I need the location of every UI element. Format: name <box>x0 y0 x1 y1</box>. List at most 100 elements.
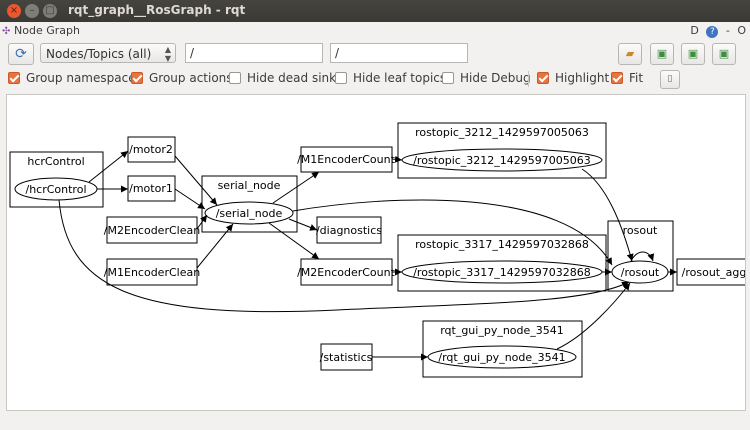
help-icon[interactable]: ? <box>706 26 719 38</box>
node-label: /rosout <box>621 266 660 279</box>
fit-view-icon: ▯ <box>667 74 673 84</box>
checkbox-checked-icon <box>8 72 20 84</box>
ros-graph: hcrControl serial_node rostopic_3212_142… <box>9 122 746 378</box>
topic-diagnostics[interactable]: /diagnostics <box>316 216 382 244</box>
node-rosout[interactable]: /rosout <box>611 260 669 284</box>
minimize-window-button[interactable]: – <box>25 4 39 18</box>
hide-leaf-topics-checkbox[interactable]: Hide leaf topics <box>335 71 446 85</box>
group-namespaces-checkbox[interactable]: Group namespaces <box>8 71 142 85</box>
cluster-hcrControl[interactable]: hcrControl <box>9 151 104 208</box>
topic-label: /statistics <box>320 351 373 364</box>
graph-canvas[interactable]: hcrControl serial_node rostopic_3212_142… <box>6 94 746 411</box>
topic-label: /M1EncoderCount <box>297 153 396 166</box>
edge <box>196 223 234 269</box>
cluster-rosout[interactable]: rosout <box>607 220 674 292</box>
save-svg-icon: ▣ <box>687 47 699 60</box>
topic-motor2[interactable]: /motor2 <box>127 136 176 163</box>
close-window-button[interactable]: × <box>7 4 21 18</box>
topic-m2-encoder-clean[interactable]: /M2EncoderClean <box>104 216 200 244</box>
topic-label: /diagnostics <box>316 224 382 237</box>
window-title: rqt_graph__RosGraph - rqt <box>68 3 246 17</box>
cluster-label: rosout <box>623 224 658 237</box>
group-actions-checkbox[interactable]: Group actions <box>131 71 233 85</box>
toolbar: ⟳ Nodes/Topics (all) ▲▼ / / ▰ ▣ ▣ ▣ <box>0 40 750 68</box>
edge <box>630 251 655 262</box>
load-dot-button[interactable]: ▰ <box>618 43 642 65</box>
edge <box>58 199 630 313</box>
fit-checkbox[interactable]: Fit <box>611 71 643 85</box>
topic-label: /rosout_agg <box>682 266 746 279</box>
option-label: Highlight <box>555 71 610 85</box>
edge <box>391 155 403 163</box>
hide-dead-sinks-checkbox[interactable]: Hide dead sinks <box>229 71 342 85</box>
status-bar <box>0 412 750 430</box>
namespace-filter-input[interactable]: / <box>185 43 323 63</box>
option-label: Hide dead sinks <box>247 71 343 85</box>
dock-button[interactable]: D <box>690 24 699 37</box>
save-svg-button[interactable]: ▣ <box>681 43 705 65</box>
plugin-controls: D ? - O <box>686 24 746 38</box>
fit-view-button[interactable]: ▯ <box>660 70 680 89</box>
maximize-window-button[interactable]: □ <box>43 4 57 18</box>
option-label: Group namespaces <box>26 71 142 85</box>
node-rostopic-3317[interactable]: /rostopic_3317_1429597032868 <box>401 260 603 284</box>
option-label: Hide leaf topics <box>353 71 447 85</box>
cluster-label: serial_node <box>218 179 281 192</box>
edge <box>272 171 320 204</box>
highlight-checkbox[interactable]: Highlight <box>537 71 609 85</box>
checkbox-checked-icon <box>131 72 143 84</box>
options-bar: Group namespaces Group actions Hide dead… <box>0 68 750 90</box>
close-plugin-button[interactable]: O <box>737 24 746 37</box>
option-label: Group actions <box>149 71 233 85</box>
cluster-label: rostopic_3317_1429597032868 <box>415 238 589 251</box>
node-label: /hcrControl <box>25 183 86 196</box>
save-image-icon: ▣ <box>718 47 730 60</box>
cluster-rostopic-3212[interactable]: rostopic_3212_1429597005063 <box>397 122 607 179</box>
save-dot-button[interactable]: ▣ <box>650 43 674 65</box>
cluster-rqt-gui[interactable]: rqt_gui_py_node_3541 <box>422 320 583 378</box>
edge <box>288 218 318 231</box>
minimize-plugin-button[interactable]: - <box>725 24 730 37</box>
node-label: /serial_node <box>216 207 283 220</box>
save-image-button[interactable]: ▣ <box>712 43 736 65</box>
topic-label: /motor1 <box>129 182 173 195</box>
topic-label: /M1EncoderClean <box>104 266 200 279</box>
topic-filter-input[interactable]: / <box>330 43 468 63</box>
node-serial-node[interactable]: /serial_node <box>204 201 294 225</box>
graph-edges <box>58 150 677 361</box>
edge <box>292 199 613 266</box>
topic-label: /motor2 <box>129 143 173 156</box>
node-label: /rostopic_3212_1429597005063 <box>413 154 591 167</box>
node-hcrControl[interactable]: /hcrControl <box>14 177 98 201</box>
edge <box>581 168 634 262</box>
plugin-label: Node Graph <box>14 24 80 37</box>
title-bar: × – □ rqt_graph__RosGraph - rqt <box>0 0 750 22</box>
topic-statistics[interactable]: /statistics <box>320 343 373 371</box>
node-label: /rostopic_3317_1429597032868 <box>413 266 591 279</box>
cluster-label: rqt_gui_py_node_3541 <box>440 324 564 337</box>
topic-label: /M2EncoderClean <box>104 224 200 237</box>
checkbox-checked-icon <box>537 72 549 84</box>
topic-m2-encoder-count[interactable]: /M2EncoderCount <box>297 258 396 286</box>
options-separator <box>528 71 529 87</box>
cluster-label: rostopic_3212_1429597005063 <box>415 126 589 139</box>
cluster-label: hcrControl <box>27 155 84 168</box>
edge <box>556 282 631 350</box>
topic-m1-encoder-clean[interactable]: /M1EncoderClean <box>104 258 200 286</box>
hide-debug-checkbox[interactable]: Hide Debug <box>442 71 531 85</box>
checkbox-checked-icon <box>611 72 623 84</box>
node-rqt-gui[interactable]: /rqt_gui_py_node_3541 <box>427 345 577 369</box>
refresh-icon: ⟳ <box>15 46 27 62</box>
checkbox-unchecked-icon <box>229 72 241 84</box>
node-rostopic-3212[interactable]: /rostopic_3212_1429597005063 <box>401 148 603 172</box>
graph-mode-select[interactable]: Nodes/Topics (all) ▲▼ <box>40 43 176 63</box>
checkbox-unchecked-icon <box>442 72 454 84</box>
node-graph-icon: ✣ <box>2 26 11 37</box>
topic-motor1[interactable]: /motor1 <box>127 175 176 202</box>
edge <box>174 155 218 206</box>
save-dot-icon: ▣ <box>656 47 668 60</box>
graph-mode-value: Nodes/Topics (all) <box>46 47 152 61</box>
topic-m1-encoder-count[interactable]: /M1EncoderCount <box>297 146 396 173</box>
refresh-button[interactable]: ⟳ <box>8 43 34 65</box>
topic-rosout-agg[interactable]: /rosout_agg <box>676 258 746 286</box>
